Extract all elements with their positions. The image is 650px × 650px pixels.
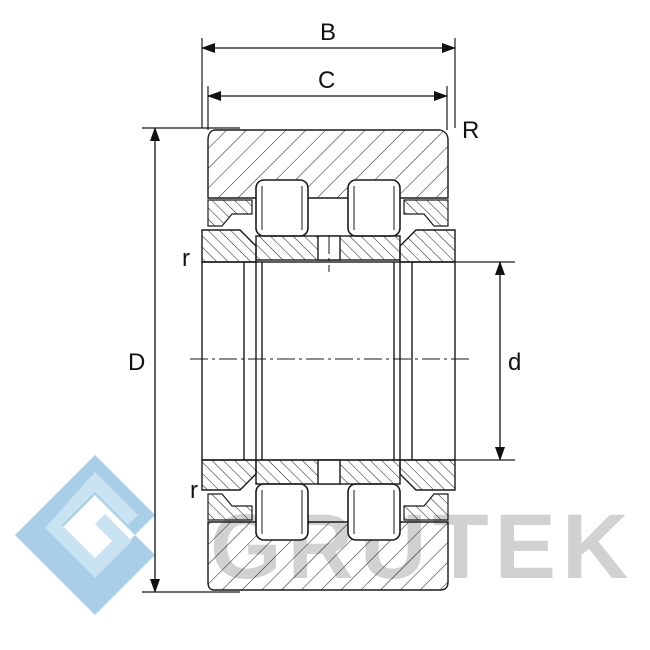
label-R: R (462, 117, 479, 144)
bore-outline (201, 261, 456, 461)
label-d: d (508, 349, 521, 376)
seals (207, 199, 449, 521)
center-lines (190, 236, 470, 360)
label-C: C (318, 67, 335, 94)
watermark-logo-icon (15, 455, 155, 615)
roller-inner-lines (261, 186, 395, 534)
rollers (255, 179, 401, 541)
label-r-bottom: r (190, 477, 198, 504)
roller-bottom-left (255, 483, 309, 541)
dimension-arrows (150, 43, 505, 593)
label-B: B (320, 19, 336, 46)
inner-ring (201, 229, 456, 491)
label-r-top: r (182, 245, 190, 272)
roller-top-right (347, 179, 401, 237)
roller-bottom-right (347, 483, 401, 541)
label-D: D (128, 349, 145, 376)
roller-top-left (255, 179, 309, 237)
